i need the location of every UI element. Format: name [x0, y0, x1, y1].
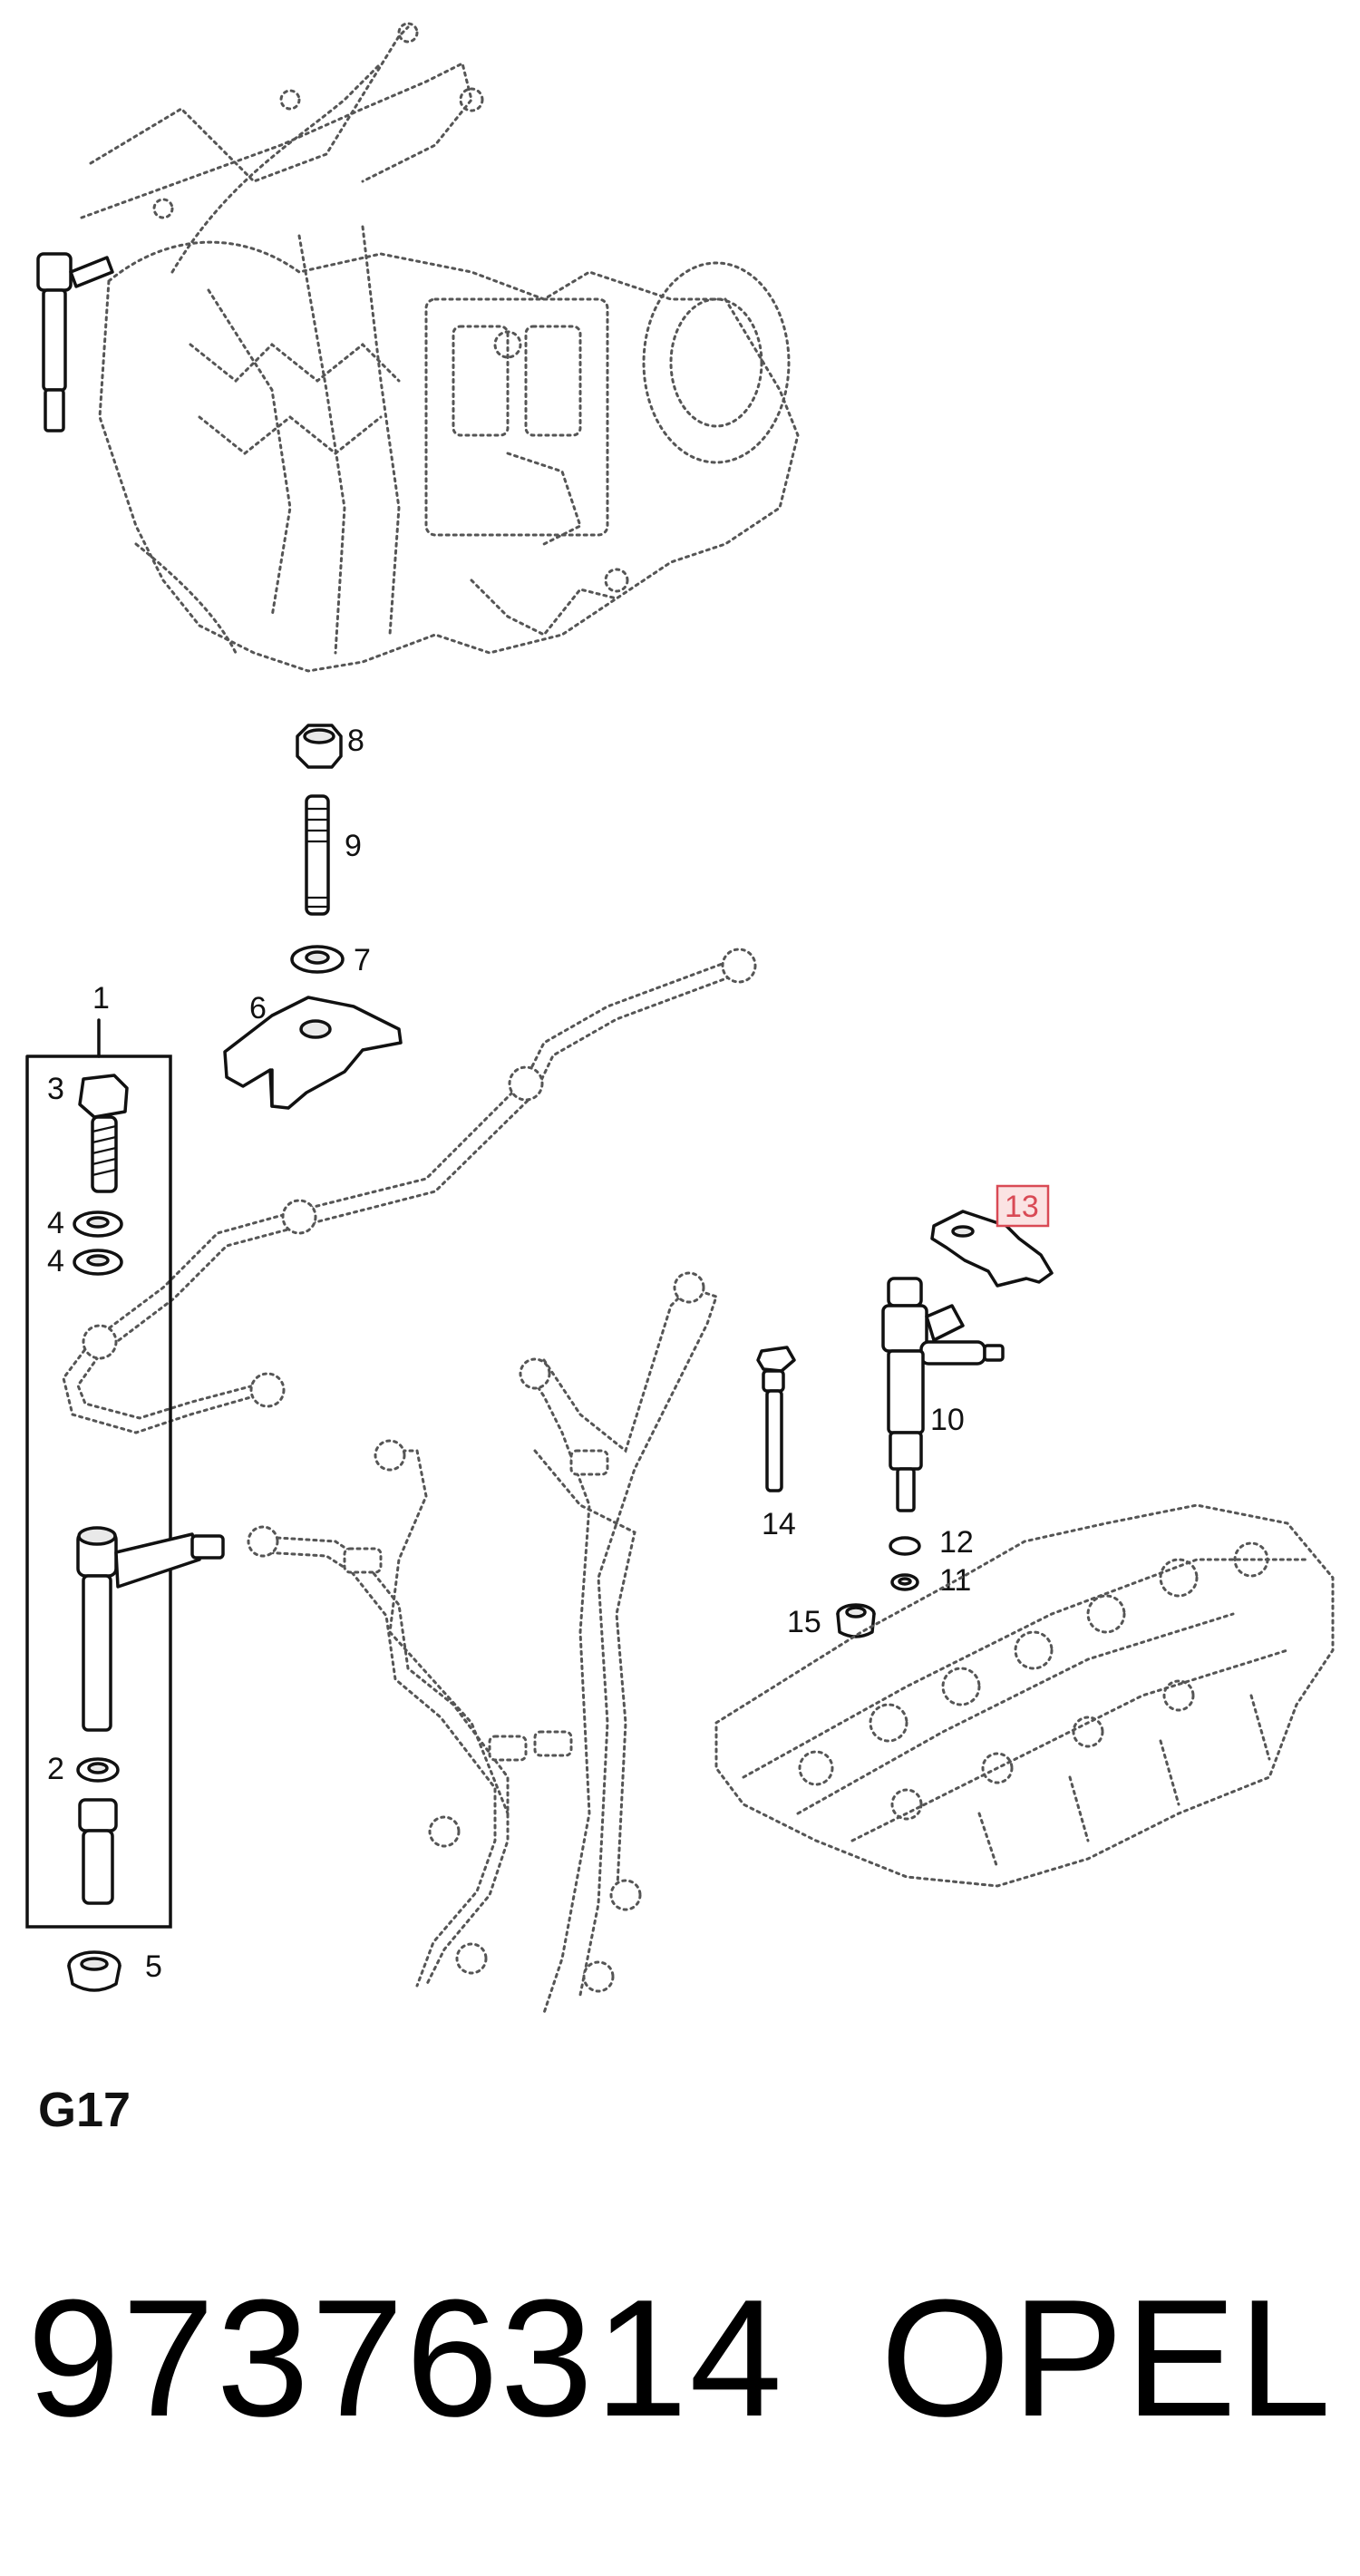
callout-10: 10	[930, 1403, 965, 1437]
callout-12: 12	[939, 1525, 974, 1560]
part-washer-4b	[73, 1249, 123, 1276]
cylinder-head-context	[714, 1503, 1335, 1888]
part-injector-10	[881, 1277, 1005, 1512]
part-washer-4a	[73, 1210, 123, 1238]
part-clamp-13	[930, 1210, 1054, 1288]
callout-4a: 4	[47, 1206, 64, 1240]
callout-14: 14	[762, 1507, 796, 1541]
part-clamp-6	[223, 996, 403, 1110]
callout-8: 8	[347, 724, 364, 758]
kit-bracket-1	[25, 1018, 172, 1929]
callout-15: 15	[787, 1605, 821, 1639]
part-stud-9	[305, 794, 330, 916]
callout-4b: 4	[47, 1244, 64, 1278]
engine-assembly-context	[36, 22, 800, 673]
fuel-lines-context	[62, 948, 757, 2015]
part-washer-11	[890, 1573, 919, 1591]
part-injector-1	[76, 1526, 225, 1732]
part-cap-5	[67, 1950, 121, 1992]
part-nut-8	[296, 724, 343, 769]
callout-5: 5	[145, 1949, 162, 1984]
part-seal-2	[76, 1757, 120, 1783]
part-cap-15	[836, 1603, 876, 1638]
clamp-assembly: 8 9 7 6	[223, 724, 403, 1110]
part-oring-12	[889, 1536, 921, 1556]
part-washer-7	[290, 945, 345, 974]
part-bolt-14	[756, 1346, 796, 1492]
callout-2: 2	[47, 1752, 64, 1786]
part-number: 97376314	[27, 2264, 784, 2451]
engine-injector	[36, 252, 114, 433]
callout-3: 3	[47, 1072, 64, 1106]
callout-7: 7	[354, 943, 371, 977]
callout-9: 9	[345, 829, 362, 863]
callout-13-highlight	[996, 1184, 1050, 1228]
part-number-caption: 97376314 OPEL	[27, 2271, 1333, 2444]
callout-13: 13	[1005, 1190, 1039, 1224]
part-bolt-3	[78, 1074, 129, 1193]
callout-6: 6	[249, 991, 267, 1026]
part-sleeve	[78, 1798, 118, 1905]
brand-name: OPEL	[880, 2264, 1333, 2451]
callout-1: 1	[92, 981, 110, 1016]
figure-id: G17	[38, 2083, 131, 2137]
